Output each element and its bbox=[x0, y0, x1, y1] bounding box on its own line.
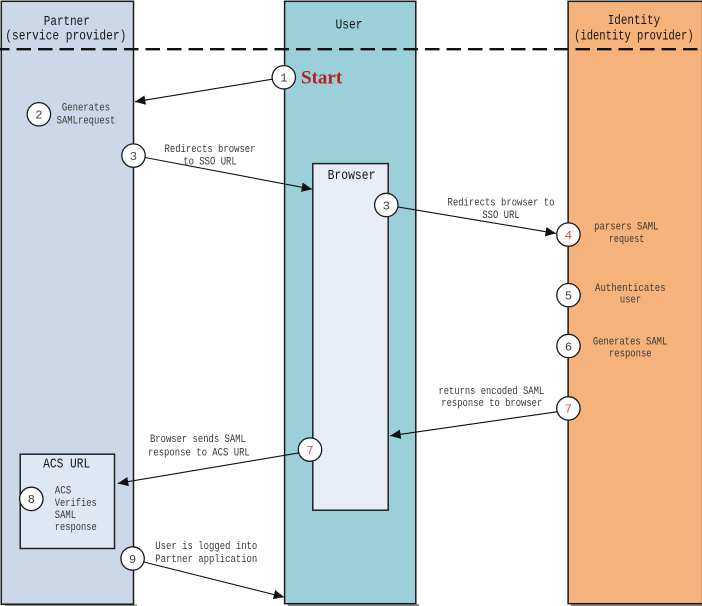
svg-text:Redirects browser: Redirects browser bbox=[165, 144, 256, 156]
svg-text:Generates: Generates bbox=[62, 103, 110, 115]
svg-text:Start: Start bbox=[301, 68, 343, 89]
svg-text:SAML: SAML bbox=[55, 510, 76, 522]
svg-text:SSO URL: SSO URL bbox=[482, 210, 520, 222]
svg-text:4: 4 bbox=[565, 229, 572, 243]
svg-text:Browser: Browser bbox=[328, 168, 376, 184]
svg-text:response to browser: response to browser bbox=[441, 398, 542, 410]
svg-text:7: 7 bbox=[306, 444, 313, 458]
svg-text:Authenticates: Authenticates bbox=[595, 283, 666, 295]
svg-text:response: response bbox=[55, 522, 97, 534]
svg-text:3: 3 bbox=[383, 199, 390, 213]
svg-text:User: User bbox=[336, 19, 363, 34]
svg-text:user: user bbox=[620, 295, 641, 307]
svg-text:6: 6 bbox=[565, 340, 572, 354]
svg-text:response to ACS URL: response to ACS URL bbox=[148, 447, 250, 459]
svg-text:(identity provider): (identity provider) bbox=[574, 30, 694, 45]
svg-text:7: 7 bbox=[565, 403, 572, 417]
svg-text:returns encoded SAML: returns encoded SAML bbox=[438, 386, 544, 398]
svg-text:Redirects browser to: Redirects browser to bbox=[448, 198, 555, 210]
svg-text:Browser sends SAML: Browser sends SAML bbox=[150, 434, 246, 446]
svg-text:5: 5 bbox=[565, 290, 572, 304]
svg-text:to SSO URL: to SSO URL bbox=[183, 157, 237, 169]
svg-text:SAMLrequest: SAMLrequest bbox=[57, 116, 116, 128]
svg-text:response: response bbox=[609, 349, 652, 361]
svg-text:(service provider): (service provider) bbox=[5, 30, 126, 45]
svg-text:Partner: Partner bbox=[44, 15, 90, 30]
svg-text:1: 1 bbox=[280, 72, 287, 86]
svg-text:User is logged into: User is logged into bbox=[155, 541, 257, 553]
svg-text:9: 9 bbox=[129, 553, 136, 567]
svg-text:Verifies: Verifies bbox=[55, 498, 97, 510]
svg-text:Generates SAML: Generates SAML bbox=[593, 336, 667, 348]
svg-text:Partner application: Partner application bbox=[155, 554, 257, 566]
svg-text:ACS: ACS bbox=[55, 486, 72, 498]
svg-text:8: 8 bbox=[28, 493, 35, 507]
svg-text:request: request bbox=[609, 234, 645, 246]
svg-text:3: 3 bbox=[130, 150, 137, 164]
svg-text:ACS URL: ACS URL bbox=[43, 458, 90, 473]
svg-text:2: 2 bbox=[35, 109, 42, 123]
svg-text:Identity: Identity bbox=[608, 14, 661, 29]
svg-text:parsers SAML: parsers SAML bbox=[594, 222, 658, 234]
